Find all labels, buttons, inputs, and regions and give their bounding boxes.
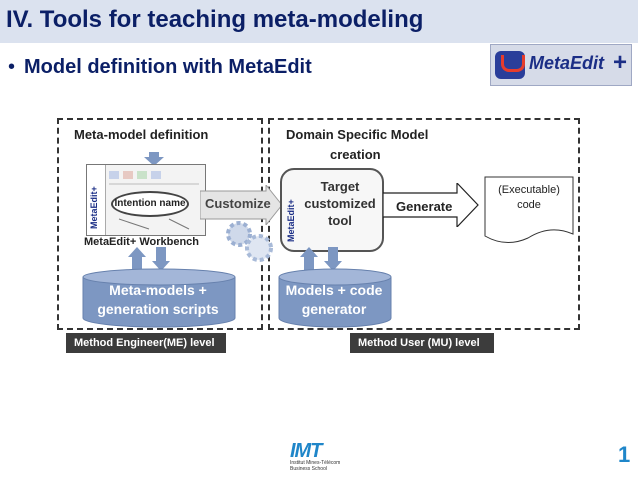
workbench-sidebar: MetaEdit+ bbox=[87, 165, 106, 235]
target-tool-line: Target bbox=[320, 179, 360, 194]
canvas-connectors bbox=[118, 218, 190, 230]
models-store-line2: generator bbox=[301, 301, 367, 317]
method-user-level-bar: Method User (MU) level bbox=[350, 333, 494, 353]
footer-logo: IMT Institut Mines-Télécom Business Scho… bbox=[290, 440, 350, 476]
meta-models-database-icon bbox=[82, 268, 236, 328]
metaedit-logo-plus: + bbox=[613, 49, 628, 76]
slide-title: IV. Tools for teaching meta-modeling bbox=[6, 6, 424, 33]
customize-label: Customize bbox=[205, 196, 271, 211]
models-store-line1: Models + code bbox=[285, 282, 383, 298]
executable-code-label: (Executable) code bbox=[484, 183, 574, 213]
metaedit-logo-mark-icon bbox=[495, 51, 525, 79]
title-bar bbox=[0, 0, 638, 43]
meta-models-store-label: Meta-models + generation scripts bbox=[82, 281, 234, 319]
generate-arrow bbox=[383, 183, 479, 227]
workbench-screenshot: MetaEdit+ Intention name bbox=[86, 164, 206, 236]
metaedit-logo: MetaEdit + bbox=[490, 44, 632, 86]
metaedit-logo-word: MetaEdit bbox=[529, 53, 605, 73]
bullet-marker: • bbox=[8, 56, 16, 78]
up-down-arrows-icon bbox=[128, 247, 170, 271]
executable-code-line1: (Executable) bbox=[498, 184, 560, 196]
document-icon bbox=[484, 176, 574, 243]
target-tool-box: MetaEdit+ Target customized tool bbox=[280, 168, 384, 252]
target-tool-line: customized bbox=[304, 196, 376, 211]
target-tool-brand: MetaEdit+ bbox=[286, 199, 296, 242]
customize-arrow bbox=[200, 185, 282, 225]
domain-model-panel-label-line2: creation bbox=[330, 147, 381, 162]
generate-label: Generate bbox=[396, 199, 453, 214]
workbench-brand: MetaEdit+ bbox=[89, 186, 99, 229]
footer-logo-line2: Business School bbox=[290, 466, 327, 472]
models-store-label: Models + code generator bbox=[278, 281, 390, 319]
page-number: 1 bbox=[618, 442, 631, 467]
intention-name-node: Intention name bbox=[111, 191, 189, 217]
footer-logo-line1: Institut Mines-Télécom bbox=[290, 460, 341, 466]
down-arrow-icon bbox=[144, 152, 164, 166]
method-engineer-level-bar: Method Engineer(ME) level bbox=[66, 333, 226, 353]
target-tool-line: tool bbox=[328, 213, 352, 228]
toolbar-icons bbox=[109, 171, 199, 185]
models-database-icon bbox=[278, 268, 392, 328]
target-tool-label: Target customized tool bbox=[300, 178, 380, 229]
meta-model-panel-label: Meta-model definition bbox=[74, 127, 209, 142]
meta-models-store-line1: Meta-models + bbox=[109, 282, 207, 298]
footer-logo-mark: IMT bbox=[290, 440, 322, 462]
executable-code-line2: code bbox=[517, 199, 541, 211]
meta-models-store-line2: generation scripts bbox=[97, 301, 219, 317]
domain-model-panel-label: Domain Specific Model bbox=[286, 127, 429, 142]
meta-model-panel bbox=[57, 118, 263, 330]
domain-model-panel bbox=[268, 118, 580, 330]
bullet-text: Model definition with MetaEdit bbox=[24, 56, 312, 78]
gears-icon bbox=[226, 221, 273, 262]
up-down-arrows-icon bbox=[300, 247, 342, 271]
workbench-caption: MetaEdit+ Workbench bbox=[84, 236, 200, 248]
